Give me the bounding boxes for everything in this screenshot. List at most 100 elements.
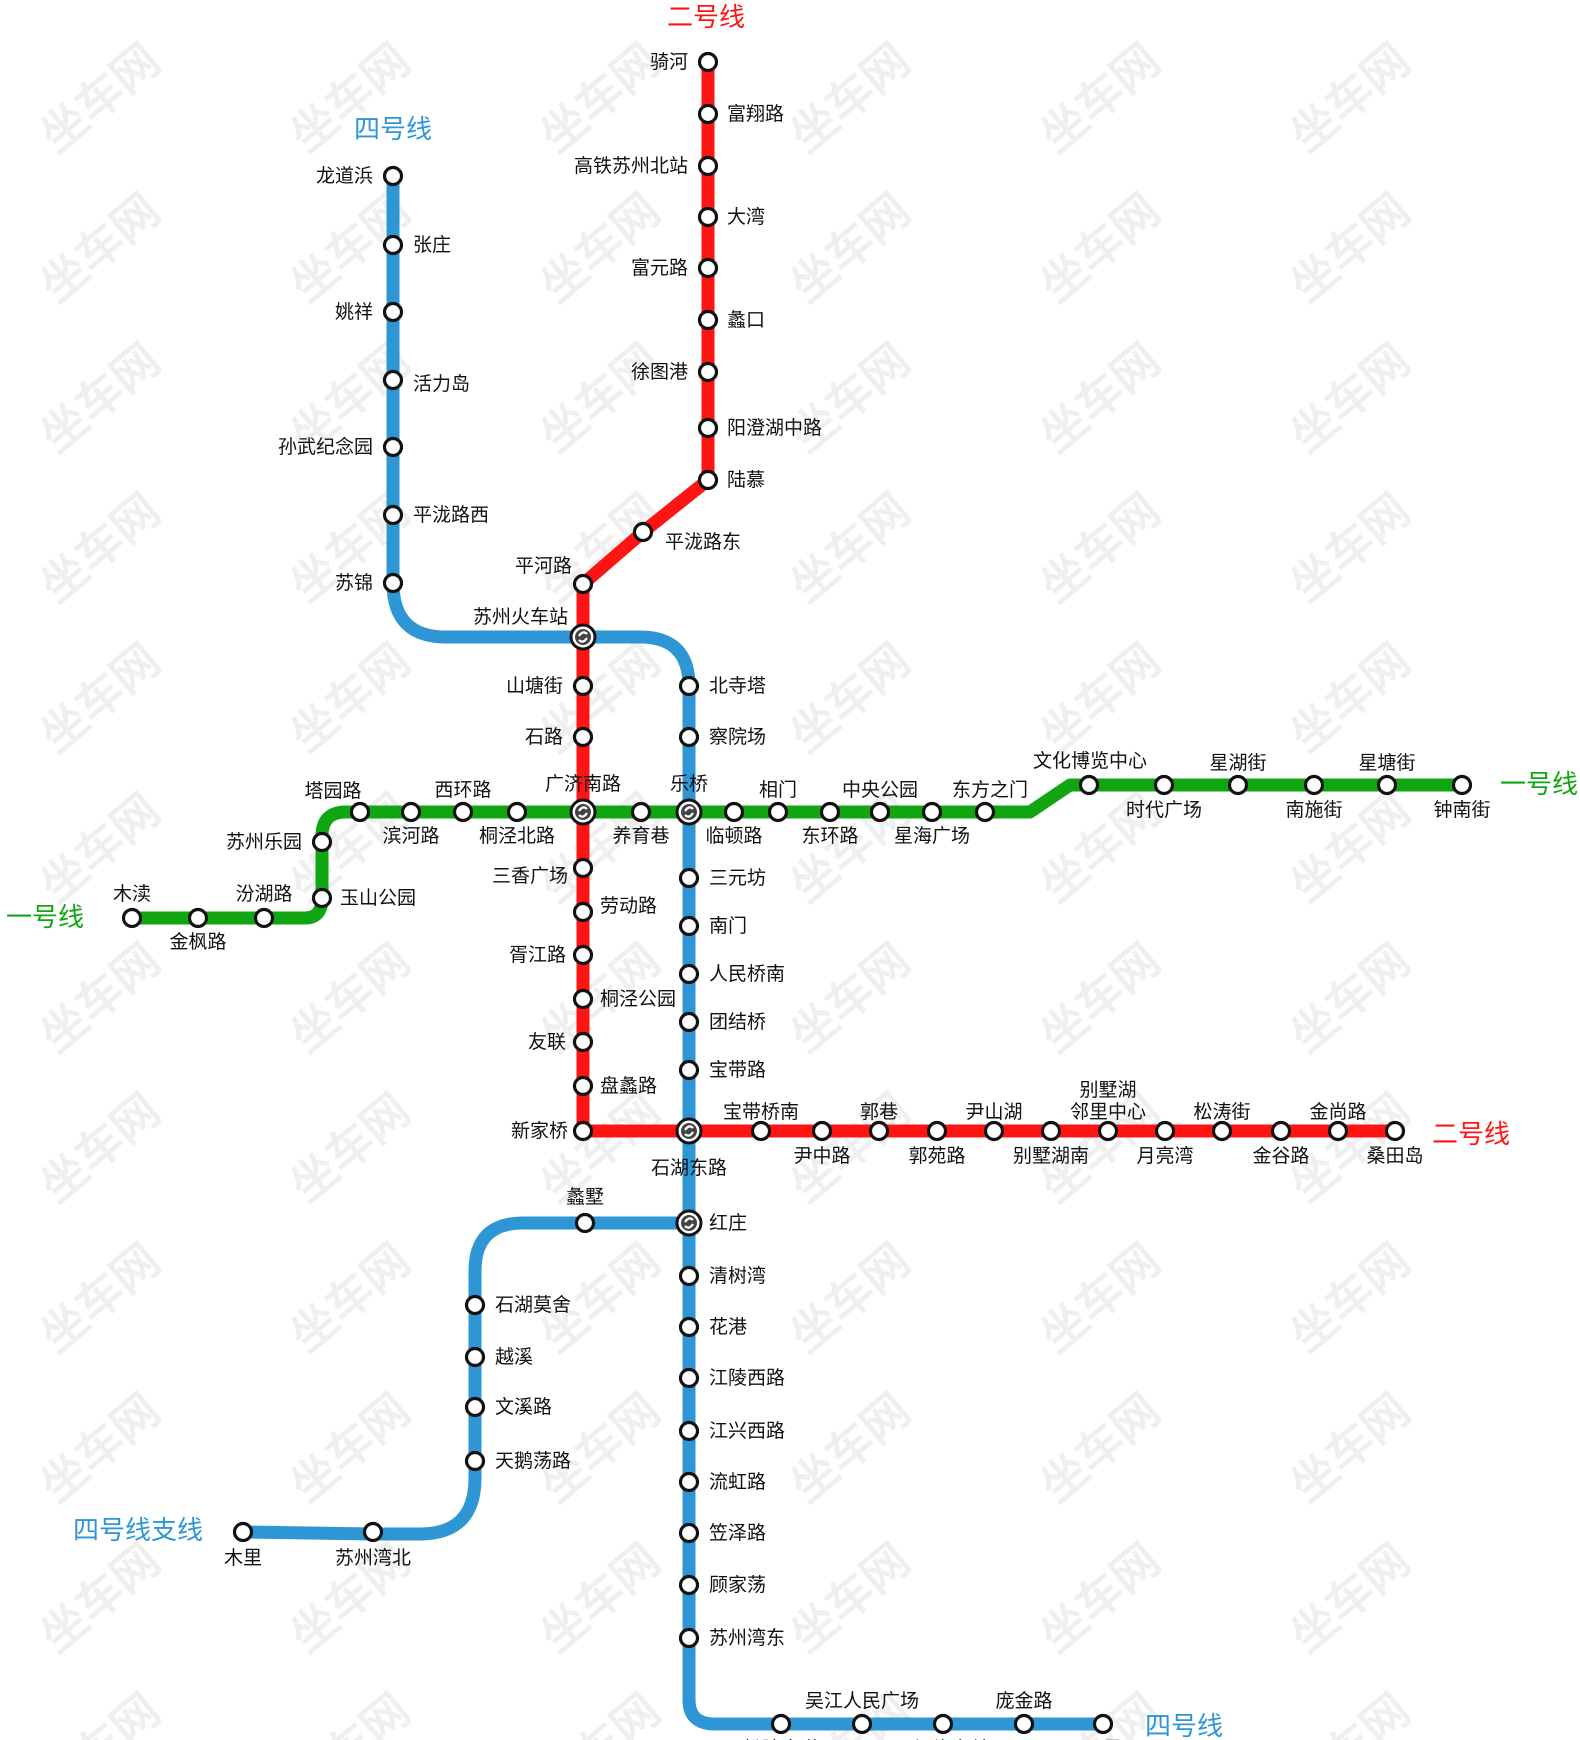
station-label-guoyuanlu: 郭苑路 — [908, 1145, 965, 1167]
station-beisita[interactable] — [678, 675, 700, 697]
station-jiangling-xilu[interactable] — [678, 1367, 700, 1389]
station-sangtiandao[interactable] — [1384, 1120, 1406, 1142]
station-guoyuanlu[interactable] — [926, 1120, 948, 1142]
station-shantangjie[interactable] — [572, 675, 594, 697]
station-label-sujin: 苏锦 — [335, 572, 373, 594]
station-shihu-moshe[interactable] — [464, 1294, 486, 1316]
station-xingtangjie[interactable] — [1376, 774, 1398, 796]
station-zhongyang-gongyuan[interactable] — [869, 801, 891, 823]
station-mudu[interactable] — [121, 907, 143, 929]
station-yueliangwan[interactable] — [1154, 1120, 1176, 1142]
station-shilu[interactable] — [572, 726, 594, 748]
station-dongfangzhimen[interactable] — [974, 801, 996, 823]
station-songling-dadao[interactable] — [770, 1713, 792, 1735]
station-bieshuhu-linli-zhongxin[interactable] — [1097, 1120, 1119, 1142]
station-fuyuanlu[interactable] — [697, 257, 719, 279]
transfer-station-guangji-nanlu[interactable] — [569, 798, 597, 826]
station-yuexi[interactable] — [464, 1346, 486, 1368]
station-longdaobang[interactable] — [382, 165, 404, 187]
watermark-text-28: 坐车网 — [1030, 633, 1170, 763]
station-xiangmen[interactable] — [767, 801, 789, 823]
station-jinggulu[interactable] — [1270, 1120, 1292, 1142]
station-zhongnanjie[interactable] — [1451, 774, 1473, 796]
station-jinfenglu[interactable] — [187, 907, 209, 929]
station-tuanjieqiao[interactable] — [678, 1011, 700, 1033]
station-yinshanhu[interactable] — [983, 1120, 1005, 1142]
station-wenxilu[interactable] — [464, 1396, 486, 1418]
station-panlilu[interactable] — [572, 1075, 594, 1097]
watermark-text-11: 坐车网 — [1280, 183, 1420, 313]
station-yangyuxiang[interactable] — [630, 801, 652, 823]
station-yushan-gongyuan[interactable] — [311, 887, 333, 909]
station-donghuanlu[interactable] — [819, 801, 841, 823]
station-renminqiao-nan[interactable] — [678, 963, 700, 985]
station-huolidao[interactable] — [382, 369, 404, 391]
station-label-fuyuanlu: 富元路 — [631, 257, 688, 279]
station-xinghai-guangchang[interactable] — [921, 801, 943, 823]
station-tayuanlu[interactable] — [349, 801, 371, 823]
station-fenhulu[interactable] — [253, 907, 275, 929]
station-huagang[interactable] — [678, 1316, 700, 1338]
station-dawan[interactable] — [697, 206, 719, 228]
station-label-dawan: 大湾 — [727, 206, 765, 228]
station-suzhouwan-bei[interactable] — [362, 1521, 384, 1543]
station-xinghujie[interactable] — [1227, 774, 1249, 796]
station-tongjing-beilu[interactable] — [506, 801, 528, 823]
station-wujiang-qiche-zhan[interactable] — [932, 1713, 954, 1735]
station-sanyuanfang[interactable] — [678, 867, 700, 889]
station-wujiang-renmin-guangchang[interactable] — [851, 1713, 873, 1735]
station-lishu[interactable] — [574, 1212, 596, 1234]
station-suzhou-leyuan[interactable] — [311, 831, 333, 853]
station-yaoxiang[interactable] — [382, 301, 404, 323]
station-xutugang[interactable] — [697, 361, 719, 383]
station-lumu[interactable] — [697, 469, 719, 491]
station-bieshuhu-nan[interactable] — [1040, 1120, 1062, 1142]
station-yinzhonglu[interactable] — [811, 1120, 833, 1142]
station-xinjiaqiao[interactable] — [572, 1120, 594, 1142]
transfer-station-hongzhuang[interactable] — [675, 1209, 703, 1237]
station-muli[interactable] — [232, 1521, 254, 1543]
station-sunwu-jinianyuan[interactable] — [382, 436, 404, 458]
station-lize-lu[interactable] — [678, 1522, 700, 1544]
station-pinglonglu-dong[interactable] — [632, 521, 654, 543]
station-gujiadang[interactable] — [678, 1574, 700, 1596]
station-sujin[interactable] — [382, 572, 404, 594]
station-tongjing-gongyuan[interactable] — [572, 988, 594, 1010]
station-xujianglu[interactable] — [572, 944, 594, 966]
station-baodai-qiaonan[interactable] — [750, 1120, 772, 1142]
station-nanshijie[interactable] — [1303, 774, 1325, 796]
station-yangchenghu-zhonglu[interactable] — [697, 417, 719, 439]
station-youlian[interactable] — [572, 1031, 594, 1053]
station-pangjinlu[interactable] — [1013, 1713, 1035, 1735]
transfer-station-leqiao[interactable] — [675, 798, 703, 826]
station-suzhouwan-dong[interactable] — [678, 1627, 700, 1649]
station-chayuanchang[interactable] — [678, 726, 700, 748]
station-wenhua-bolan-zhongxin[interactable] — [1078, 774, 1100, 796]
station-guoxiang[interactable] — [868, 1120, 890, 1142]
station-binhelu[interactable] — [400, 801, 422, 823]
station-shidai-guangchang[interactable] — [1153, 774, 1175, 796]
station-gaotie-suzhou-beizhan[interactable] — [697, 155, 719, 177]
station-qingshuwan[interactable] — [678, 1265, 700, 1287]
station-jinshanglu[interactable] — [1327, 1120, 1349, 1142]
station-baodailu[interactable] — [678, 1059, 700, 1081]
station-likou[interactable] — [697, 309, 719, 331]
station-pinglonglu-xi[interactable] — [382, 504, 404, 526]
transfer-station-shihu-donglu[interactable] — [675, 1117, 703, 1145]
station-nanmen[interactable] — [678, 915, 700, 937]
transfer-station-suzhou-huochezhan[interactable] — [569, 623, 597, 651]
station-qihe[interactable] — [697, 51, 719, 73]
station-jiangxing-xilu[interactable] — [678, 1420, 700, 1442]
station-lindunlu[interactable] — [723, 801, 745, 823]
station-laodonglu[interactable] — [572, 901, 594, 923]
station-pinghelu[interactable] — [572, 573, 594, 595]
station-xihuanlu[interactable] — [452, 801, 474, 823]
station-zhangzhuang[interactable] — [382, 234, 404, 256]
watermark-text-9: 坐车网 — [780, 183, 920, 313]
station-liuhonglu[interactable] — [678, 1471, 700, 1493]
station-fuxianglu[interactable] — [697, 103, 719, 125]
station-sanxiang-guangchang[interactable] — [572, 857, 594, 879]
station-tongli[interactable] — [1092, 1713, 1114, 1735]
station-tian-e-danglu[interactable] — [464, 1450, 486, 1472]
station-songtaojie[interactable] — [1211, 1120, 1233, 1142]
